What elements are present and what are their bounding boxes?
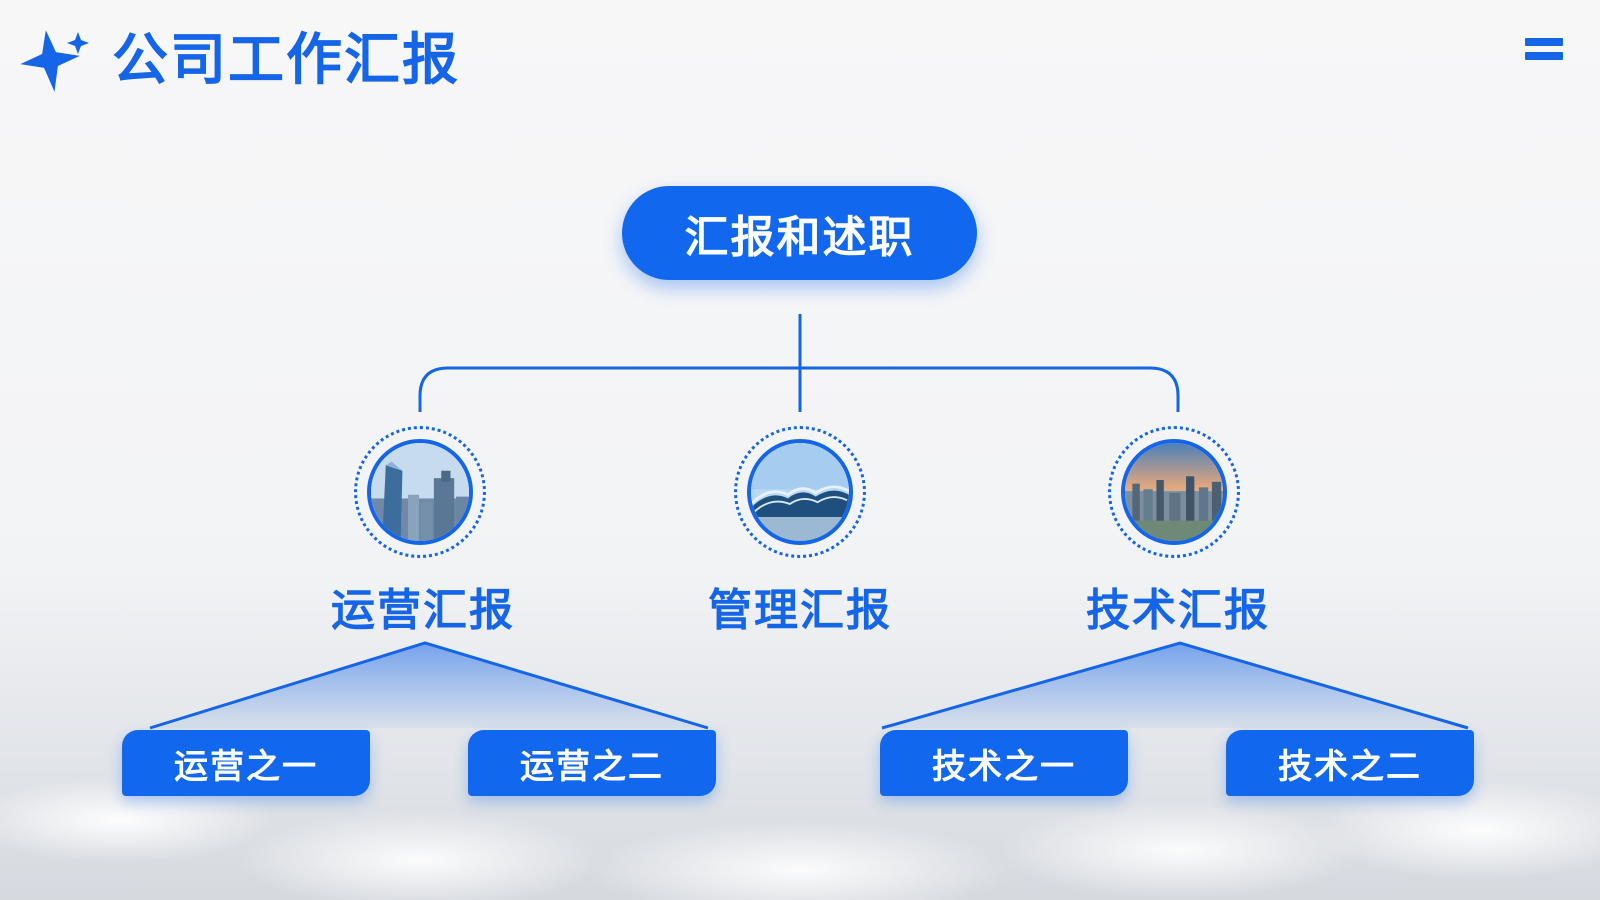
branch-photo-mgmt: [734, 426, 866, 558]
leaf-node-ops-1: 运营之一: [122, 730, 370, 796]
root-node: 汇报和述职: [622, 186, 977, 280]
leaf-node-ops-2: 运营之二: [468, 730, 716, 796]
sparkle-star-icon: [20, 30, 89, 92]
branch-label-mgmt: 管理汇报: [708, 585, 892, 636]
city-skyline-photo: [1125, 443, 1223, 541]
branch-label-tech: 技术汇报: [1086, 585, 1270, 636]
branch-photo-ops: [354, 426, 486, 558]
header: 公司工作汇报: [20, 26, 460, 96]
architecture-photo: [751, 443, 849, 541]
leaf-node-tech-1: 技术之一: [880, 730, 1128, 796]
branch-photo-tech: [1108, 426, 1240, 558]
branch-label-ops: 运营汇报: [331, 585, 515, 636]
skyscraper-photo: [371, 443, 469, 541]
menu-icon[interactable]: [1525, 38, 1563, 66]
page-title: 公司工作汇报: [112, 28, 460, 93]
leaf-node-tech-2: 技术之二: [1226, 730, 1474, 796]
